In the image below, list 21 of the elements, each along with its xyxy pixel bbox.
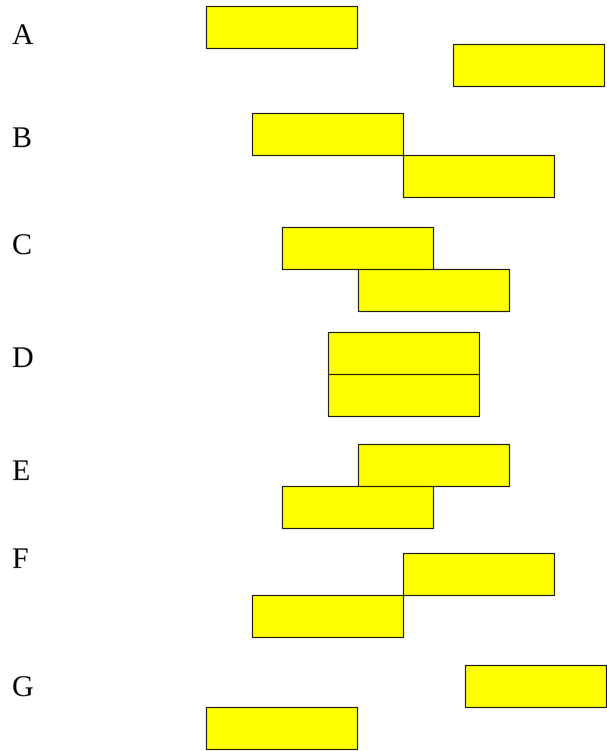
interval-bar <box>206 707 358 750</box>
interval-bar <box>465 665 607 708</box>
interval-bar <box>403 155 555 198</box>
row-letter: E <box>12 455 30 487</box>
interval-bar <box>328 332 480 375</box>
row-letter: A <box>12 19 34 51</box>
interval-bar <box>453 44 605 87</box>
interval-bar <box>252 113 404 156</box>
interval-bar <box>282 486 434 529</box>
interval-bar <box>206 6 358 49</box>
row-letter: D <box>12 342 34 374</box>
interval-bar <box>358 444 510 487</box>
interval-bar <box>282 227 434 270</box>
interval-bar <box>403 553 555 596</box>
row-letter: G <box>12 671 34 703</box>
row-letter: F <box>12 543 29 575</box>
interval-bar <box>358 269 510 312</box>
interval-bar <box>252 595 404 638</box>
row-letter: B <box>12 122 32 154</box>
interval-bar <box>328 374 480 417</box>
row-letter: C <box>12 229 32 261</box>
